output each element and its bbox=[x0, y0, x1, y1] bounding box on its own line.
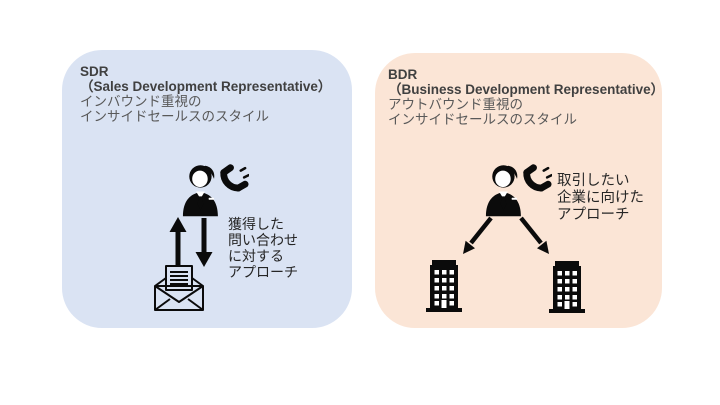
office-building-icon bbox=[549, 261, 585, 313]
sales-rep-with-phone-icon bbox=[182, 164, 249, 217]
open-envelope-letter-icon bbox=[154, 265, 204, 311]
sdr-style-description: インバウンド重視の インサイドセールスのスタイル bbox=[80, 94, 269, 124]
bdr-card: BDR （Business Development Representative… bbox=[375, 53, 664, 328]
bdr-full-name: （Business Development Representative） bbox=[388, 82, 665, 97]
bdr-title-block: BDR （Business Development Representative… bbox=[388, 67, 664, 127]
sdr-annotation: 獲得した 問い合わせ に対する アプローチ bbox=[228, 216, 298, 280]
office-building-icon bbox=[426, 260, 462, 312]
arrow-diagonal-down-right-icon bbox=[519, 216, 549, 254]
sales-rep-with-phone-icon bbox=[485, 164, 552, 217]
sdr-card: SDR （Sales Development Representative） イ… bbox=[62, 50, 352, 328]
sdr-acronym: SDR bbox=[80, 64, 109, 79]
arrow-diagonal-down-left-icon bbox=[463, 216, 493, 254]
bdr-style-description: アウトバウンド重視の インサイドセールスのスタイル bbox=[388, 97, 577, 127]
bdr-acronym: BDR bbox=[388, 67, 418, 82]
arrow-up-icon bbox=[169, 217, 187, 266]
bdr-annotation: 取引したい 企業に向けた アプローチ bbox=[557, 173, 644, 223]
sdr-full-name: （Sales Development Representative） bbox=[80, 79, 332, 94]
sdr-title-block: SDR （Sales Development Representative） イ… bbox=[80, 64, 331, 124]
arrow-down-icon bbox=[195, 218, 213, 267]
